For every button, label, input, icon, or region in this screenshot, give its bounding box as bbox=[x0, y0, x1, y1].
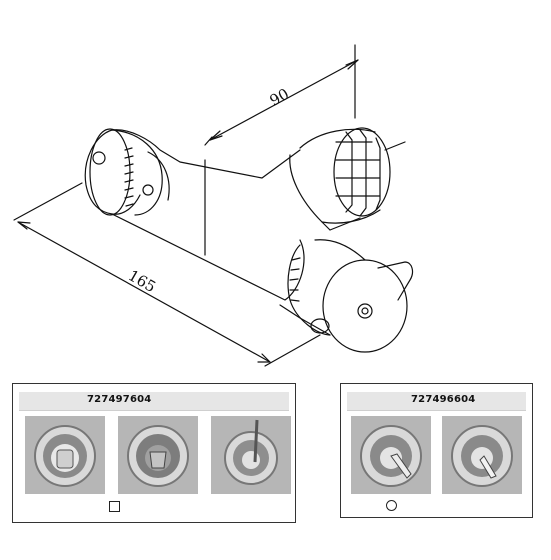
outlet-nut bbox=[289, 127, 406, 231]
photo-tile-2 bbox=[118, 416, 198, 494]
photo-tile-3 bbox=[211, 416, 291, 494]
marker-circle bbox=[386, 500, 397, 511]
right-knob bbox=[279, 239, 414, 353]
dimension-90-label: 90 bbox=[267, 85, 292, 110]
dimension-165-label: 165 bbox=[125, 266, 159, 296]
code-bar bbox=[347, 392, 526, 411]
marker-square bbox=[109, 501, 120, 512]
product-code-right: 727496604 bbox=[411, 394, 476, 405]
code-bar bbox=[19, 392, 289, 411]
mixer-technical-drawing: 90 165 bbox=[13, 44, 414, 367]
variant-panel-left: 727497604 bbox=[12, 383, 296, 523]
dimension-165 bbox=[13, 182, 321, 367]
product-code-left: 727497604 bbox=[87, 394, 152, 405]
photo-tile-4 bbox=[351, 416, 431, 494]
variant-panel-right: 727496604 bbox=[340, 383, 533, 518]
dimension-90 bbox=[204, 44, 359, 146]
mixer-body bbox=[84, 128, 305, 301]
photo-tile-5 bbox=[442, 416, 522, 494]
photo-tile-1 bbox=[25, 416, 105, 494]
